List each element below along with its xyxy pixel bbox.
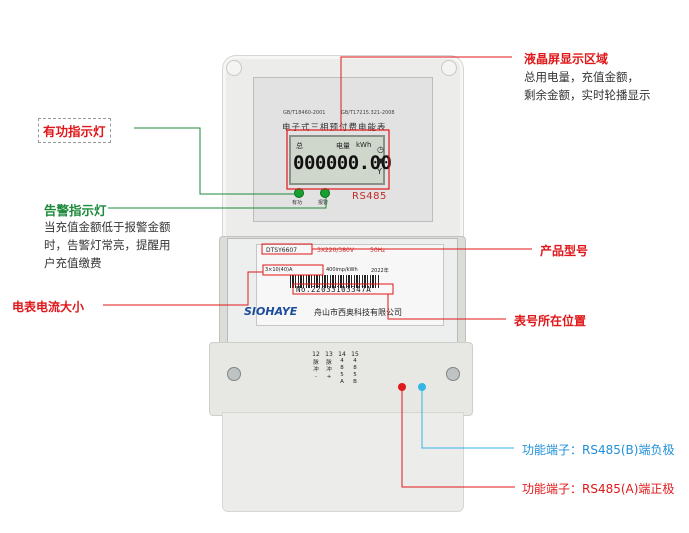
active-led-label: 有功 [292, 200, 303, 206]
alarm-annotation-desc-3: 户充值缴费 [44, 256, 102, 270]
upper-right-screw-icon [441, 60, 457, 76]
frequency-rating: 50Hz [370, 247, 386, 254]
alarm-annotation-desc-2: 时，告警灯常亮，提醒用 [44, 238, 171, 252]
lcd-reading: 000000.00 [293, 152, 392, 174]
company-name: 舟山市西奥科技有限公司 [314, 308, 402, 317]
barcode [290, 275, 380, 288]
meter-constant: 400imp/kWh [326, 267, 358, 273]
lcd-unit: kWh [356, 141, 372, 149]
terminal-b-annotation: 功能端子：RS485(B)端负极 [522, 443, 675, 457]
lcd-annotation-desc-1: 总用电量，充值金额， [524, 70, 639, 84]
serial-number: No.22033103347A [296, 285, 372, 294]
manufacture-year: 2022年 [371, 268, 389, 274]
alarm-annotation-title: 告警指示灯 [44, 203, 107, 218]
active-led-annotation: 有功指示灯 [38, 118, 111, 143]
alarm-annotation-desc-1: 当充值金额低于报警金额 [44, 220, 171, 234]
terminal-13-number: 13 [325, 351, 333, 358]
terminal-15-number: 15 [351, 351, 359, 358]
terminal-a-annotation: 功能端子：RS485(A)端正极 [522, 482, 675, 496]
upper-left-screw-icon [226, 60, 242, 76]
meter-icon: ▣ [377, 156, 385, 165]
terminal-b-marker [418, 383, 426, 391]
model-number: DTSY6607 [266, 247, 298, 254]
clock-icon: ◷ [377, 145, 384, 154]
meter-title: 电子式三相预付费电能表 [282, 123, 387, 133]
current-annotation: 电表电流大小 [12, 300, 85, 314]
brand-logo: SIOHAYE [244, 305, 298, 318]
terminal-13-desc: 脉冲+ [326, 360, 332, 380]
voltage-rating: 3X220/380V [317, 247, 354, 254]
terminal-12-desc: 脉冲- [313, 360, 319, 380]
lcd-annotation-title: 液晶屏显示区域 [524, 52, 609, 66]
terminal-14-number: 14 [338, 351, 346, 358]
serial-annotation: 表号所在位置 [514, 314, 587, 328]
left-terminal-screw-icon [227, 367, 241, 381]
standard-right: GB/T17215.321-2008 [341, 110, 395, 116]
meter-lower-case [222, 412, 464, 512]
alarm-led-label: 报警 [318, 200, 329, 206]
lcd-annotation-desc-2: 剩余金额，实时轮播显示 [524, 88, 651, 102]
model-annotation: 产品型号 [540, 244, 589, 258]
standard-left: GB/T18460-2001 [283, 110, 326, 116]
terminal-a-marker [398, 383, 406, 391]
rs485-label: RS485 [352, 191, 387, 202]
lcd-total-label: 总 [296, 142, 303, 150]
terminal-12-number: 12 [312, 351, 320, 358]
terminal-cover [209, 342, 473, 416]
current-rating: 3×10(40)A [265, 267, 293, 273]
signal-icon: Y [377, 167, 382, 176]
lcd-screen [289, 135, 385, 185]
lcd-energy-label: 电量 [336, 142, 350, 150]
right-terminal-screw-icon [446, 367, 460, 381]
